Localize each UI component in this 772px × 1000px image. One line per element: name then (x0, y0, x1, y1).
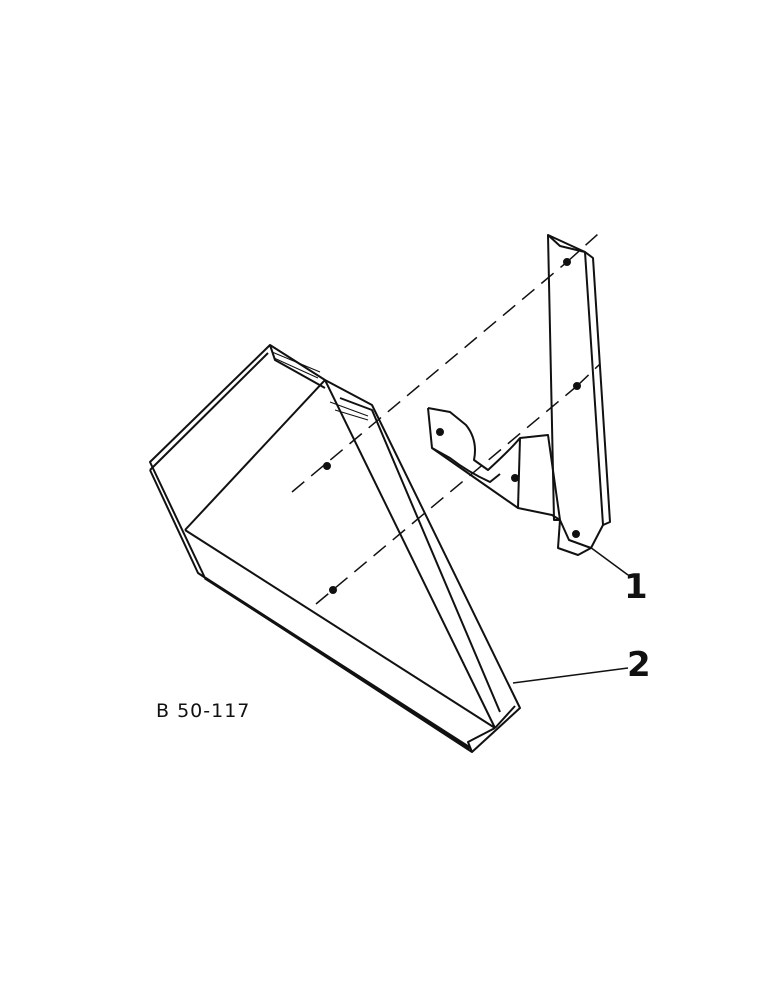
shield-part-2 (149, 344, 521, 753)
leader-lines (512, 546, 629, 684)
alignment-dashed-lines (291, 233, 601, 605)
callout-number-1: 1 (624, 567, 648, 607)
bracket-part-1 (427, 234, 611, 556)
figure-code-label: B 50-117 (156, 700, 251, 722)
callout-number-2: 2 (627, 645, 651, 685)
